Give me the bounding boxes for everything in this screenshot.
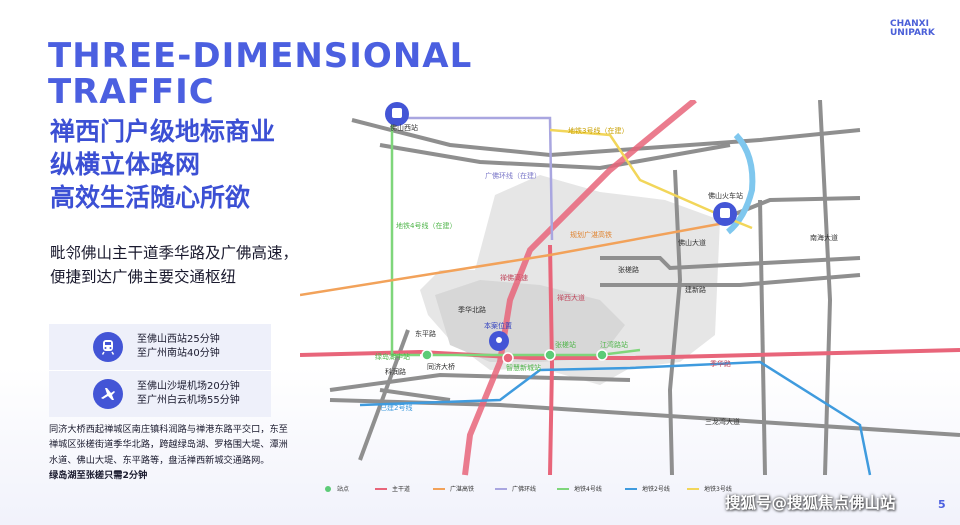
- road-right: [758, 199, 767, 476]
- english-title-line2: TRAFFIC: [48, 72, 215, 112]
- road-kerun: [379, 388, 451, 402]
- foshan-west-pin: [385, 102, 409, 126]
- inner-area: [435, 280, 625, 362]
- legend-guangzhan: 广湛高铁: [433, 484, 474, 493]
- legend-line3: 地铁3号线: [687, 484, 732, 493]
- page-number: 5: [938, 498, 946, 511]
- airplane-icon: [93, 379, 123, 409]
- road-horizontal-mid: [600, 256, 861, 271]
- chinese-title-line1: 禅西门户级地标商业: [50, 117, 276, 146]
- label-line3: 地铁3号线（在建）: [568, 126, 628, 135]
- arterial-chanxi: [548, 244, 555, 476]
- label-chanxi-ave: 禅西大道: [557, 293, 585, 302]
- label-guangfo-highway: 禅佛高速: [500, 273, 528, 282]
- road-guidan: [379, 143, 731, 171]
- label-dongping: 东平路: [415, 329, 436, 338]
- line4-line: [390, 120, 420, 357]
- airport-time-card: 至佛山沙堤机场20分钟 至广州白云机场55分钟: [49, 371, 271, 417]
- brand-line2: UNIPARK: [890, 28, 935, 38]
- road-sanlongwan: [329, 398, 960, 437]
- legend-line2: 地铁2号线: [625, 484, 670, 493]
- label-nanhai-ave: 南海大道: [810, 233, 838, 242]
- label-lvdaohu-st: 绿岛湖中站: [375, 352, 410, 361]
- label-guangzhan: 规划广湛高铁: [570, 230, 612, 239]
- station-lvdaohu: [421, 349, 433, 361]
- chinese-title-line3: 高效生活随心所欲: [50, 183, 251, 212]
- label-jianxin-rd: 建新路: [685, 285, 706, 294]
- description-text: 同济大桥西起禅城区南庄镇科润路与禅港东路平交口，东至禅城区张槎街道季华北路，跨越…: [49, 424, 288, 466]
- label-kerun: 科润路: [385, 367, 406, 376]
- label-guangfo-ring: 广佛环线（在建）: [485, 171, 541, 180]
- station-zhihui: [502, 352, 514, 364]
- label-zhangcha-rd: 张槎路: [618, 265, 639, 274]
- label-jihua-north: 季华北路: [458, 305, 486, 314]
- description: 同济大桥西起禅城区南庄镇科润路与禅港东路平交口，东至禅城区张槎街道季华北路，跨越…: [49, 422, 289, 484]
- project-pin: [489, 331, 509, 351]
- guangfo-ring-line: [398, 116, 554, 241]
- description-bold: 绿岛湖至张槎只需2分钟: [49, 470, 148, 482]
- arterial-roads: [300, 100, 960, 476]
- english-title: THREE-DIMENSIONAL TRAFFIC: [48, 38, 518, 110]
- road-lower: [329, 372, 631, 392]
- legend-arterial: 主干道: [375, 484, 410, 493]
- station-jiangwan: [596, 349, 608, 361]
- line2-line: [359, 360, 872, 476]
- road-nanhai-ave: [818, 100, 833, 476]
- label-zhangcha-st: 张槎站: [555, 340, 576, 349]
- guangzhan-rail: [300, 220, 731, 297]
- chinese-title: 禅西门户级地标商业 纵横立体路网 高效生活随心所欲: [50, 115, 350, 214]
- train-icon: [93, 332, 123, 362]
- train-time-line1: 至佛山西站25分钟: [137, 334, 220, 345]
- english-title-line1: THREE-DIMENSIONAL: [48, 36, 473, 76]
- road-jianxin: [600, 273, 861, 287]
- road-top: [351, 118, 861, 158]
- legend-guangfo-ring: 广佛环线: [495, 484, 536, 493]
- chinese-title-line2: 纵横立体路网: [50, 150, 201, 179]
- label-line4: 地铁4号线（在建）: [396, 221, 456, 230]
- subtitle: 毗邻佛山主干道季华路及广佛高速，便捷到达广佛主要交通枢纽: [50, 244, 299, 286]
- label-foshan-ave: 佛山大道: [678, 238, 706, 247]
- map-legend: 站点 主干道 广湛高铁 广佛环线 地铁4号线 地铁2号线 地铁3号线: [325, 484, 745, 496]
- label-project: 本案位置: [484, 321, 512, 330]
- airport-time-line1: 至佛山沙堤机场20分钟: [137, 381, 240, 392]
- airport-time-line2: 至广州白云机场55分钟: [137, 395, 240, 406]
- label-zhihui-st: 智慧新城站: [506, 363, 541, 372]
- road-foshan-ave: [667, 169, 683, 476]
- watermark: 搜狐号@搜狐焦点佛山站: [725, 494, 896, 512]
- station-dots: [421, 349, 608, 361]
- station-zhangcha: [544, 349, 556, 361]
- foshan-train-pin: [713, 202, 737, 226]
- legend-stations: 站点: [325, 484, 349, 493]
- train-time-line2: 至广州南站40分钟: [137, 348, 220, 359]
- label-tongji: 同济大桥: [427, 362, 455, 371]
- brand-logo: CHANXI UNIPARK: [890, 20, 946, 38]
- label-line2: 已建2号线: [380, 403, 412, 412]
- train-time-card: 至佛山西站25分钟 至广州南站40分钟: [49, 324, 271, 370]
- arterial-jihua: [300, 348, 960, 360]
- brand-line1: CHANXI: [890, 19, 929, 29]
- label-foshan-west: 佛山西站: [390, 123, 418, 132]
- label-jihua-rd: 季华路: [710, 359, 731, 368]
- arterial-guangfo: [462, 100, 697, 476]
- label-foshan-train: 佛山火车站: [708, 191, 743, 200]
- legend-line4: 地铁4号线: [557, 484, 602, 493]
- traffic-map: 佛山西站 佛山火车站 地铁3号线（在建） 广佛环线（在建） 地铁4号线（在建） …: [300, 100, 960, 476]
- road-dongping: [358, 329, 410, 461]
- label-sanlongwan: 三龙湾大道: [705, 417, 740, 426]
- label-jiangwan-st: 江湾路站: [600, 340, 628, 349]
